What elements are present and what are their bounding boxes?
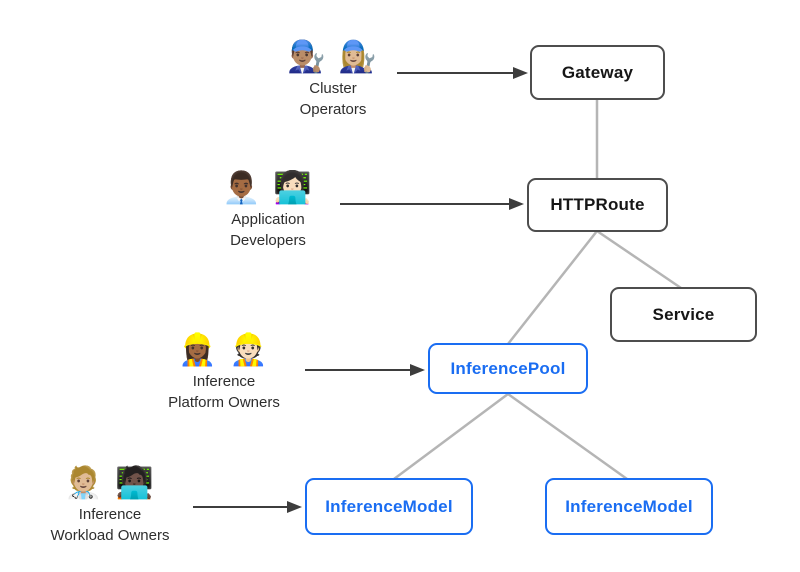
inference-workload-owners-label-line2: Workload Owners [50,527,170,544]
inference-workload-owners-emoji-icon: 🧑🏼‍⚕️ 🧑🏿‍💻 [64,465,156,500]
actor-application-developers: 👨🏾‍💼 👩🏻‍💻 Application Developers [222,167,314,251]
application-developers-label-line1: Application [231,211,305,228]
edge-inferencepool-inferencemodel-left [393,392,509,481]
node-httproute-label: HTTPRoute [550,195,645,214]
inference-platform-owners-construction-worker-emoji-icon: 👷🏾‍♀️ 👷🏻 [178,332,270,367]
actor-inference-workload-owners: 🧑🏼‍⚕️ 🧑🏿‍💻 Inference Workload Owners [51,462,170,546]
inference-workload-owners-label-line1: Inference [78,506,142,523]
node-inferencemodel-right-label: InferenceModel [565,496,693,516]
node-httproute: HTTPRoute [527,178,668,232]
node-inferencemodel-right: InferenceModel [545,478,713,535]
node-inferencepool-label: InferencePool [450,358,566,378]
node-service-label: Service [652,304,715,324]
arrow-inference-workload-owners-to-inferencemodel [193,501,302,513]
edge-inferencepool-inferencemodel-right [507,392,628,481]
arrow-inference-platform-owners-to-inferencepool [305,364,425,376]
inference-platform-owners-label-line2: Platform Owners [168,394,280,411]
actor-inference-platform-owners: 👷🏾‍♀️ 👷🏻 Inference Platform Owners [168,329,280,413]
node-service: Service [610,287,757,342]
node-inferencepool: InferencePool [428,343,588,394]
arrow-application-developers-to-httproute [340,198,524,210]
cluster-operators-label-line1: Cluster [309,80,357,97]
node-inferencemodel-left-label: InferenceModel [325,496,453,516]
cluster-operators-mechanic-emoji-icon: 👨🏽‍🔧 👩🏼‍🔧 [287,39,379,74]
cluster-operators-label-line2: Operators [299,101,367,118]
edge-httproute-inferencepool [507,230,598,345]
node-gateway-label: Gateway [561,62,634,82]
application-developers-technologist-emoji-icon: 👨🏾‍💼 👩🏻‍💻 [222,170,314,205]
inference-platform-owners-label-line1: Inference [192,373,256,390]
node-gateway: Gateway [530,45,665,100]
node-inferencemodel-left: InferenceModel [305,478,473,535]
application-developers-label-line2: Developers [230,232,306,249]
arrow-cluster-operators-to-gateway [397,67,528,79]
actor-cluster-operators: 👨🏽‍🔧 👩🏼‍🔧 Cluster Operators [287,36,379,120]
edge-httproute-service [596,229,682,290]
